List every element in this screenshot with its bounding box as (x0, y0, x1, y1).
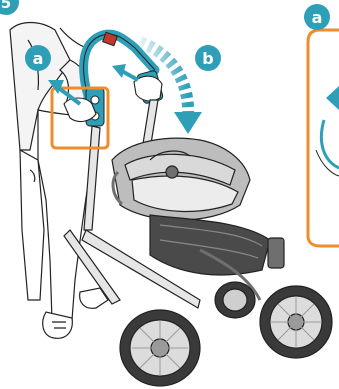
stroller-frame (63, 99, 201, 309)
stroller-basket (149, 214, 271, 301)
car-seat (111, 137, 251, 221)
back-wheel-partial (214, 281, 256, 319)
front-wheel (259, 237, 333, 359)
arrow-small-icon (112, 64, 139, 82)
person-figure (9, 21, 109, 339)
step-badge: 5 (0, 0, 21, 17)
svg-text:a: a (33, 49, 44, 68)
callout-b-main: b (195, 45, 221, 71)
curved-down-arrow-icon (137, 36, 202, 134)
wheel-icon (267, 237, 285, 269)
step-number: 5 (1, 0, 11, 12)
callout-a-main: a (25, 45, 51, 71)
detail-inset (306, 28, 339, 248)
callout-a-inset: a (304, 4, 330, 30)
svg-text:b: b (202, 49, 213, 68)
arrow-up-left-icon (48, 80, 82, 106)
svg-text:a: a (312, 8, 323, 27)
rear-wheel (119, 309, 201, 387)
stroller-handlebar (63, 29, 164, 127)
latch-highlight-box (50, 86, 110, 150)
